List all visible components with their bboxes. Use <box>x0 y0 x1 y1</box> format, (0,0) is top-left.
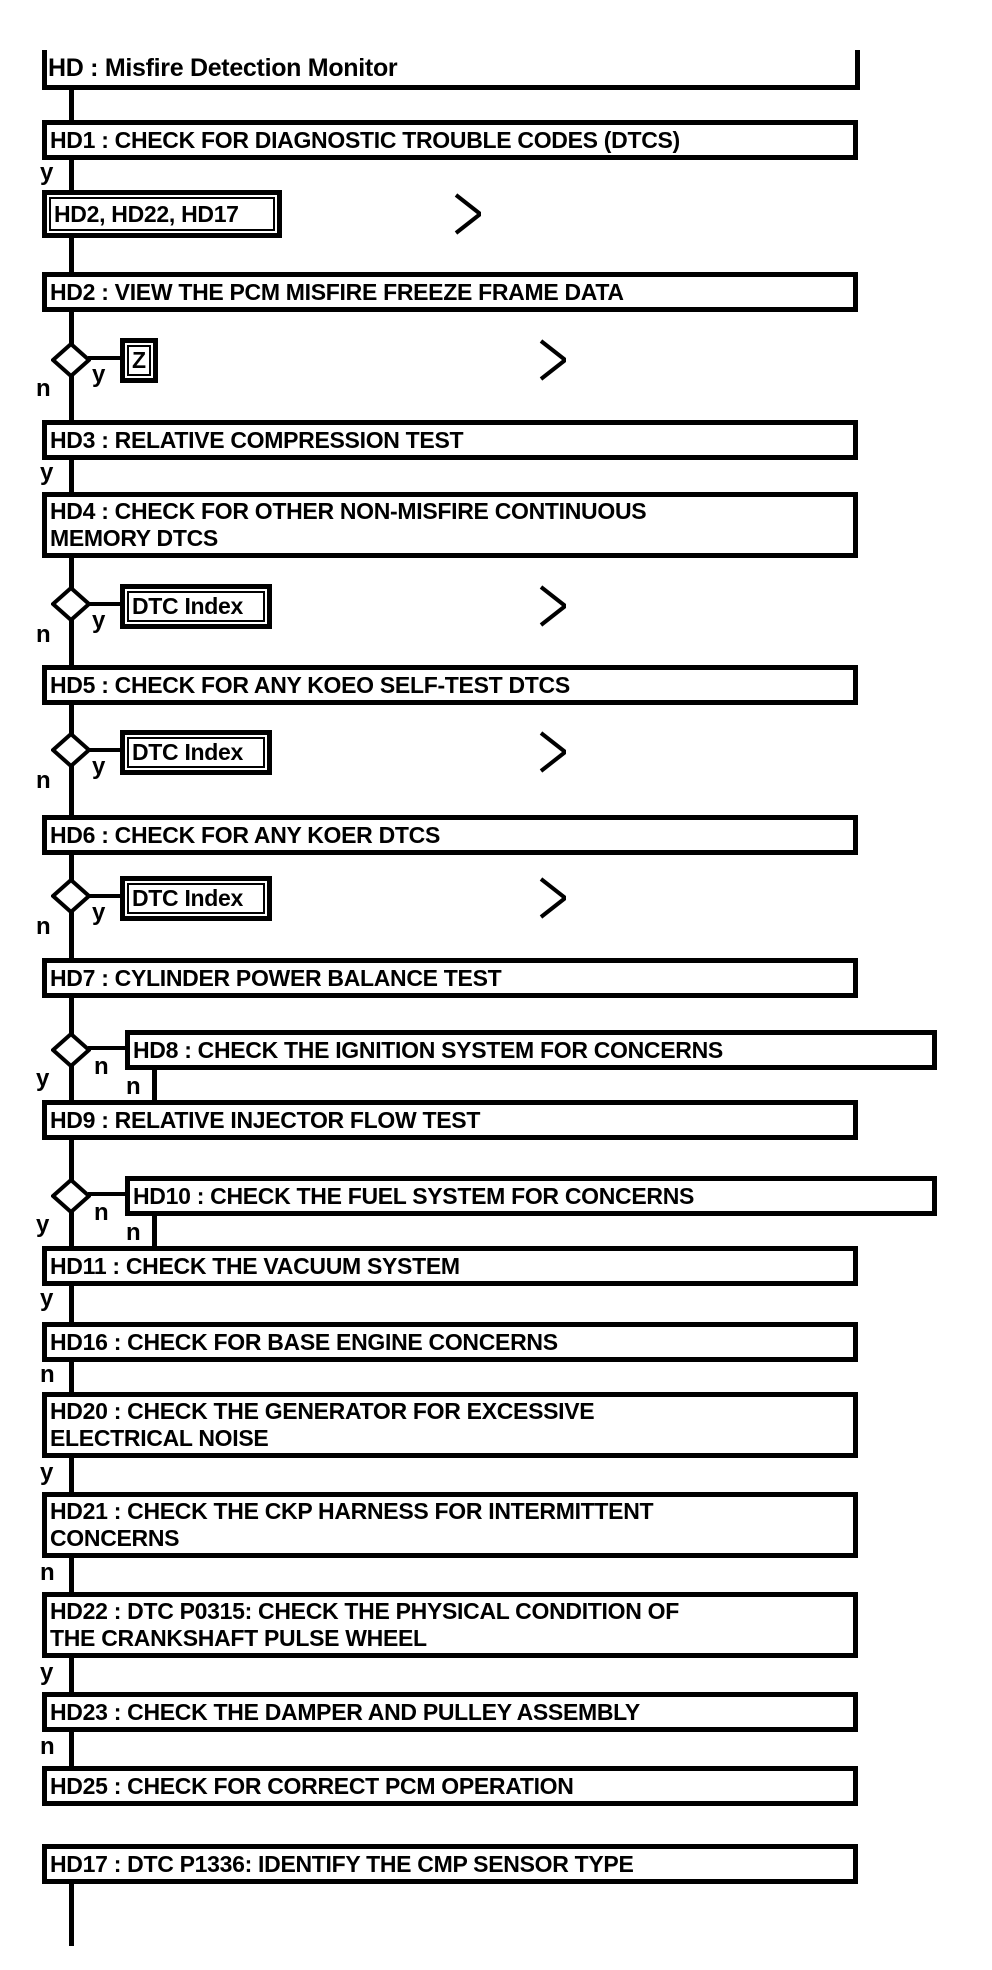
node-hd5: HD5 : CHECK FOR ANY KOEO SELF-TEST DTCS <box>42 665 858 705</box>
label-no-hd9-diamond: n <box>94 1199 109 1226</box>
offpage-chevron-icon-4 <box>539 731 566 773</box>
branch-line-hd6 <box>88 894 122 898</box>
ref-box-z-label: Z <box>127 345 151 376</box>
node-hd20: HD20 : CHECK THE GENERATOR FOR EXCESSIVE… <box>42 1392 858 1458</box>
label-yes-hd2-diamond: y <box>92 361 106 388</box>
hd17-stub-line <box>69 1884 74 1946</box>
label-no-after-hd23: n <box>40 1733 55 1760</box>
branch-line-hd9 <box>88 1192 125 1196</box>
main-flow-line <box>69 88 74 1766</box>
node-hd7: HD7 : CYLINDER POWER BALANCE TEST <box>42 958 858 998</box>
hd8-return-line <box>152 1070 157 1102</box>
label-yes-hd4-diamond: y <box>92 607 106 634</box>
node-hd2: HD2 : VIEW THE PCM MISFIRE FREEZE FRAME … <box>42 272 858 312</box>
node-hd21: HD21 : CHECK THE CKP HARNESS FOR INTERMI… <box>42 1492 858 1558</box>
ref-box-z[interactable]: Z <box>120 338 158 383</box>
label-yes-hd9-diamond: y <box>36 1211 50 1238</box>
label-no-hd2-diamond: n <box>36 375 51 402</box>
node-hd9: HD9 : RELATIVE INJECTOR FLOW TEST <box>42 1100 858 1140</box>
ref-box-hd-links-label: HD2, HD22, HD17 <box>49 197 275 231</box>
label-yes-after-hd3: y <box>40 459 54 486</box>
label-yes-hd5-diamond: y <box>92 753 106 780</box>
label-no-hd8-return: n <box>126 1073 141 1100</box>
label-yes-hd7-diamond: y <box>36 1065 50 1092</box>
label-yes-after-hd1: y <box>40 159 54 186</box>
page-title: HD : Misfire Detection Monitor <box>48 54 398 82</box>
node-hd23: HD23 : CHECK THE DAMPER AND PULLEY ASSEM… <box>42 1692 858 1732</box>
ref-box-dtc-index-3-label: DTC Index <box>127 883 265 914</box>
node-hd11: HD11 : CHECK THE VACUUM SYSTEM <box>42 1246 858 1286</box>
decision-diamond-hd2-icon <box>51 342 91 378</box>
title-left-tick <box>42 50 47 90</box>
ref-box-dtc-index-1-label: DTC Index <box>127 591 265 622</box>
offpage-chevron-icon-5 <box>539 877 566 919</box>
label-no-hd5-diamond: n <box>36 767 51 794</box>
label-yes-hd6-diamond: y <box>92 899 106 926</box>
hd10-return-line <box>152 1216 157 1248</box>
label-yes-after-hd20: y <box>40 1459 54 1486</box>
decision-diamond-hd9-icon <box>51 1178 91 1214</box>
label-no-hd7-diamond: n <box>94 1053 109 1080</box>
ref-box-hd-links[interactable]: HD2, HD22, HD17 <box>42 190 282 238</box>
label-no-after-hd16: n <box>40 1361 55 1388</box>
decision-diamond-hd6-icon <box>51 878 91 914</box>
node-hd8: HD8 : CHECK THE IGNITION SYSTEM FOR CONC… <box>125 1030 937 1070</box>
node-hd6: HD6 : CHECK FOR ANY KOER DTCS <box>42 815 858 855</box>
ref-box-dtc-index-3[interactable]: DTC Index <box>120 876 272 921</box>
decision-diamond-hd7-icon <box>51 1032 91 1068</box>
decision-diamond-hd5-icon <box>51 732 91 768</box>
label-yes-after-hd22: y <box>40 1659 54 1686</box>
offpage-chevron-icon-1 <box>454 193 481 235</box>
label-no-hd10-return: n <box>126 1219 141 1246</box>
offpage-chevron-icon-2 <box>539 339 566 381</box>
ref-box-dtc-index-2[interactable]: DTC Index <box>120 730 272 775</box>
label-no-after-hd21: n <box>40 1559 55 1586</box>
title-right-tick <box>855 50 860 90</box>
branch-line-hd4 <box>88 602 122 606</box>
label-yes-after-hd11: y <box>40 1285 54 1312</box>
branch-line-hd2 <box>88 356 122 360</box>
node-hd16: HD16 : CHECK FOR BASE ENGINE CONCERNS <box>42 1322 858 1362</box>
node-hd25: HD25 : CHECK FOR CORRECT PCM OPERATION <box>42 1766 858 1806</box>
decision-diamond-hd4-icon <box>51 586 91 622</box>
ref-box-dtc-index-2-label: DTC Index <box>127 737 265 768</box>
node-hd4: HD4 : CHECK FOR OTHER NON-MISFIRE CONTIN… <box>42 492 858 558</box>
ref-box-dtc-index-1[interactable]: DTC Index <box>120 584 272 629</box>
title-underline <box>42 85 860 90</box>
node-hd17: HD17 : DTC P1336: IDENTIFY THE CMP SENSO… <box>42 1844 858 1884</box>
label-no-hd4-diamond: n <box>36 621 51 648</box>
branch-line-hd5 <box>88 748 122 752</box>
node-hd1: HD1 : CHECK FOR DIAGNOSTIC TROUBLE CODES… <box>42 120 858 160</box>
node-hd22: HD22 : DTC P0315: CHECK THE PHYSICAL CON… <box>42 1592 858 1658</box>
offpage-chevron-icon-3 <box>539 585 566 627</box>
label-no-hd6-diamond: n <box>36 913 51 940</box>
branch-line-hd7 <box>88 1046 125 1050</box>
node-hd3: HD3 : RELATIVE COMPRESSION TEST <box>42 420 858 460</box>
node-hd10: HD10 : CHECK THE FUEL SYSTEM FOR CONCERN… <box>125 1176 937 1216</box>
